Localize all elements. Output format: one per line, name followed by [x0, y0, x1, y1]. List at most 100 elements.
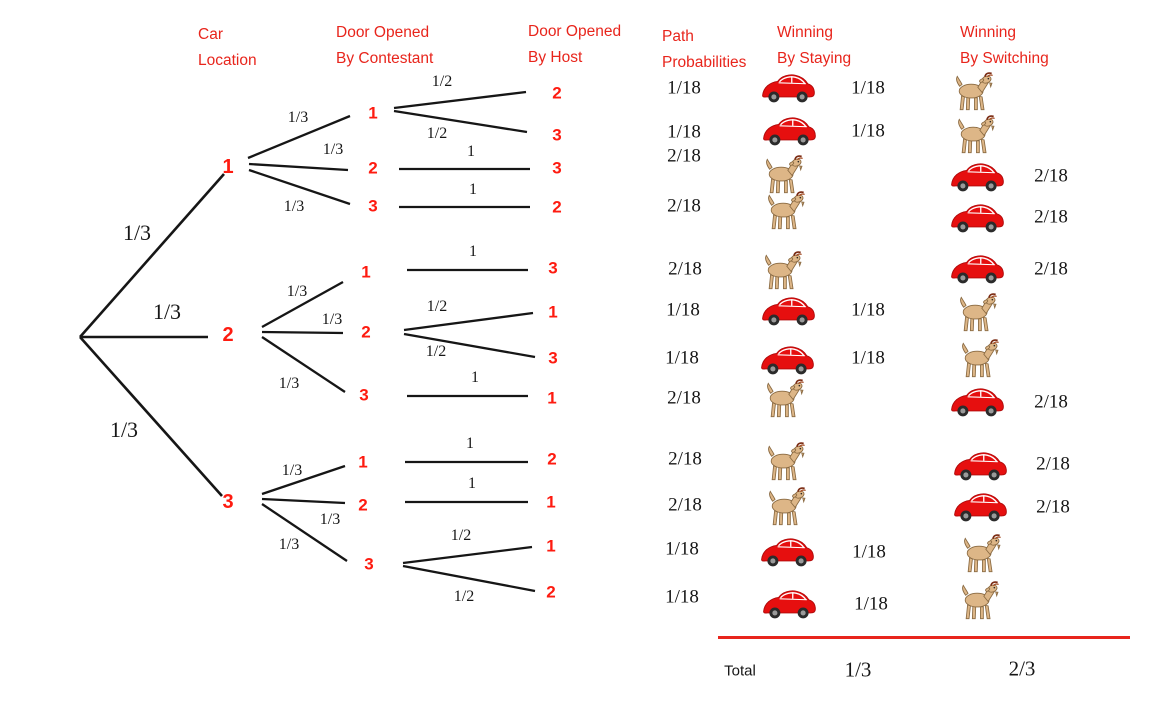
- red-car-icon: [952, 491, 1009, 523]
- branch-probability-label: 1/3: [109, 417, 139, 442]
- staying-win-probability: 1/18: [851, 347, 885, 369]
- branch-probability-label: 1/3: [321, 311, 343, 328]
- red-car-icon: [949, 161, 1006, 193]
- path-probability: 1/18: [667, 77, 701, 99]
- header-line: By Switching: [960, 50, 1049, 67]
- tree-branch-line: [261, 503, 348, 562]
- tree-branch-line: [261, 330, 344, 335]
- host-node: 3: [552, 125, 562, 145]
- tree-branch-line: [393, 90, 527, 110]
- tree-branch-line: [248, 168, 351, 206]
- branch-probability-label: 1/3: [278, 536, 300, 553]
- red-car-graphic: [951, 388, 1004, 417]
- tree-branch-line: [261, 280, 344, 329]
- contestant-node: 1: [361, 262, 371, 282]
- host-node: 2: [547, 449, 557, 469]
- red-car-graphic: [954, 493, 1007, 522]
- tree-branch-line: [403, 311, 534, 332]
- branch-probability-label: 1/2: [425, 343, 447, 360]
- header-line: By Host: [528, 49, 583, 66]
- tree-branch-line: [247, 114, 351, 160]
- header-line: Door Opened: [528, 23, 622, 40]
- header-line: Location: [198, 52, 257, 69]
- branch-probability-label: 1/3: [286, 283, 308, 300]
- header-line: Probabilities: [662, 54, 747, 71]
- path-probability: 2/18: [668, 494, 702, 516]
- red-car-icon: [759, 344, 816, 376]
- branch-probability-label: 1/3: [281, 462, 303, 479]
- path-probability: 1/18: [665, 586, 699, 608]
- contestant-node: 1: [358, 452, 368, 472]
- red-car-icon: [949, 386, 1006, 418]
- header-door-host: Door Opened By Host: [528, 19, 621, 71]
- tree-branch-line: [403, 332, 536, 359]
- switching-win-probability: 2/18: [1034, 258, 1068, 280]
- contestant-node: 2: [358, 495, 368, 515]
- contestant-node: 1: [368, 103, 378, 123]
- branch-probability-label: 1/3: [152, 299, 182, 324]
- goat-graphic: [960, 293, 997, 332]
- branch-probability-label: 1/3: [319, 511, 341, 528]
- tree-branch-line: [261, 464, 346, 496]
- red-car-graphic: [951, 204, 1004, 233]
- red-car-icon: [761, 588, 818, 620]
- goat-graphic: [962, 339, 999, 378]
- contestant-node: 3: [368, 196, 378, 216]
- switching-win-probability: 2/18: [1036, 496, 1070, 518]
- red-car-graphic: [762, 297, 815, 326]
- host-node: 1: [546, 492, 556, 512]
- red-car-icon: [949, 253, 1006, 285]
- branch-probability-label: 1: [466, 435, 474, 452]
- tree-branch-line: [261, 336, 346, 393]
- goat-graphic: [768, 442, 805, 481]
- tree-branch-line: [402, 564, 536, 593]
- branch-probability-label: 1/2: [426, 125, 448, 142]
- goat-icon: [761, 251, 805, 293]
- goat-graphic: [767, 379, 804, 418]
- staying-win-probability: 1/18: [851, 120, 885, 142]
- goat-icon: [952, 72, 996, 114]
- path-probability: 2/18: [667, 145, 701, 167]
- goat-icon: [765, 487, 809, 529]
- tree-branch-line: [79, 336, 223, 497]
- path-probability: 2/18: [668, 448, 702, 470]
- header-line: Winning: [960, 24, 1016, 41]
- goat-graphic: [958, 115, 995, 154]
- switching-win-probability: 2/18: [1034, 391, 1068, 413]
- staying-win-probability: 1/18: [854, 593, 888, 615]
- host-node: 3: [548, 258, 558, 278]
- path-probability: 2/18: [667, 387, 701, 409]
- branch-probability-label: 1: [469, 243, 477, 260]
- switching-win-probability: 2/18: [1036, 453, 1070, 475]
- goat-icon: [958, 339, 1002, 381]
- contestant-node: 3: [359, 385, 369, 405]
- branch-probability-label: 1/2: [426, 298, 448, 315]
- tree-branch-line: [261, 497, 346, 505]
- red-car-graphic: [951, 163, 1004, 192]
- host-node: 3: [552, 158, 562, 178]
- path-probability: 1/18: [666, 299, 700, 321]
- contestant-node: 2: [361, 322, 371, 342]
- header-line: By Staying: [777, 50, 852, 67]
- path-probability: 1/18: [665, 538, 699, 560]
- goat-graphic: [769, 487, 806, 526]
- goat-icon: [764, 191, 808, 233]
- switching-win-probability: 2/18: [1034, 165, 1068, 187]
- host-node: 1: [546, 536, 556, 556]
- host-node: 2: [546, 582, 556, 602]
- staying-total-probability: 1/3: [844, 657, 872, 682]
- tree-branch-line: [248, 162, 349, 172]
- goat-graphic: [964, 534, 1001, 573]
- host-node: 2: [552, 83, 562, 103]
- header-line: By Contestant: [336, 50, 434, 67]
- switching-win-probability: 2/18: [1034, 206, 1068, 228]
- goat-icon: [954, 115, 998, 157]
- red-car-graphic: [761, 538, 814, 567]
- branch-probability-label: 1/3: [122, 220, 152, 245]
- staying-win-probability: 1/18: [851, 77, 885, 99]
